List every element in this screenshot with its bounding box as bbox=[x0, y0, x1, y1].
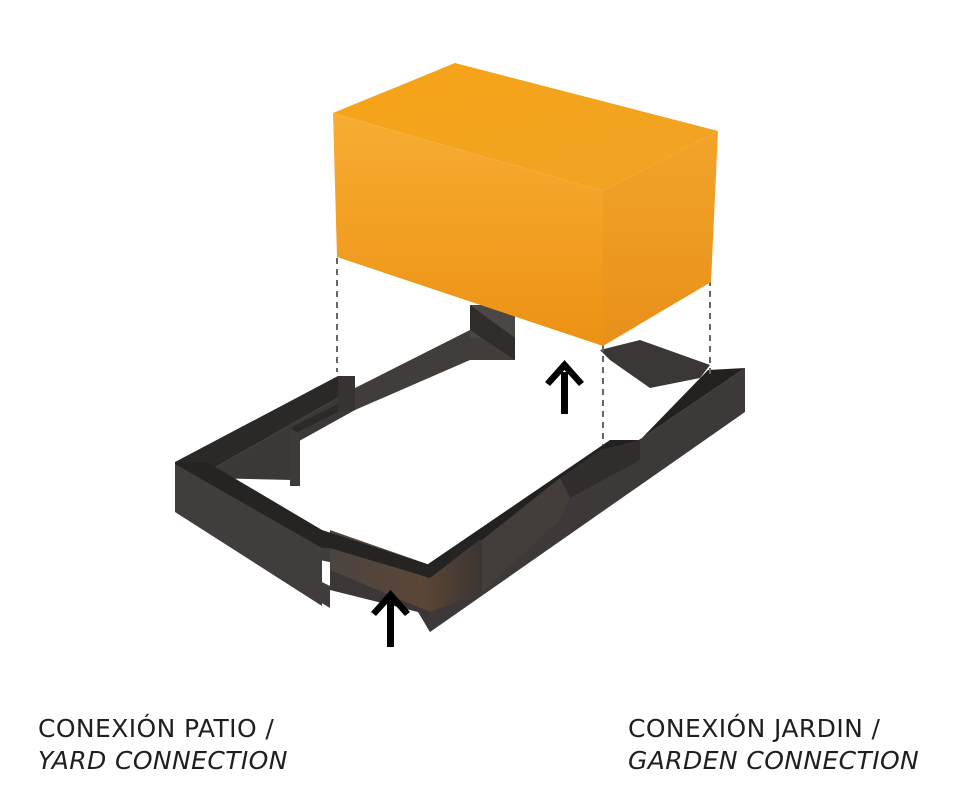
volume-top-face bbox=[333, 63, 718, 191]
wall-step-face-2 bbox=[338, 376, 355, 412]
wall-right-back-inner-face bbox=[600, 340, 710, 388]
wall-step-face-1 bbox=[290, 428, 300, 486]
wall-back-inner-face bbox=[355, 330, 515, 410]
wall-pier-front bbox=[470, 305, 515, 360]
wall-inner-right-segment bbox=[482, 478, 570, 592]
volume-side-face bbox=[603, 131, 718, 346]
projection-lines bbox=[336, 258, 711, 445]
caption-garden-line-1: CONEXIÓN JARDIN / bbox=[628, 714, 881, 743]
caption-yard-connection: CONEXIÓN PATIO / YARD CONNECTION bbox=[38, 713, 288, 777]
wall-back-top bbox=[175, 376, 355, 472]
volume-front-face bbox=[333, 113, 603, 346]
wall-right-inner-step bbox=[560, 440, 640, 520]
caption-yard-line-2: YARD CONNECTION bbox=[38, 746, 288, 775]
wall-back-left-inner-face bbox=[207, 388, 355, 480]
arrow-garden-connection bbox=[545, 360, 584, 414]
caption-yard-line-1: CONEXIÓN PATIO / bbox=[38, 714, 275, 743]
wall-back-step-1 bbox=[290, 404, 338, 436]
wall-front-face-main bbox=[175, 464, 322, 606]
orange-volume bbox=[333, 63, 718, 346]
wall-enclosure bbox=[175, 305, 745, 632]
caption-garden-connection: CONEXIÓN JARDIN / GARDEN CONNECTION bbox=[628, 713, 919, 777]
caption-garden-line-2: GARDEN CONNECTION bbox=[628, 746, 920, 775]
wall-front-top-strip bbox=[175, 462, 482, 578]
arrow-yard-connection bbox=[371, 590, 410, 647]
